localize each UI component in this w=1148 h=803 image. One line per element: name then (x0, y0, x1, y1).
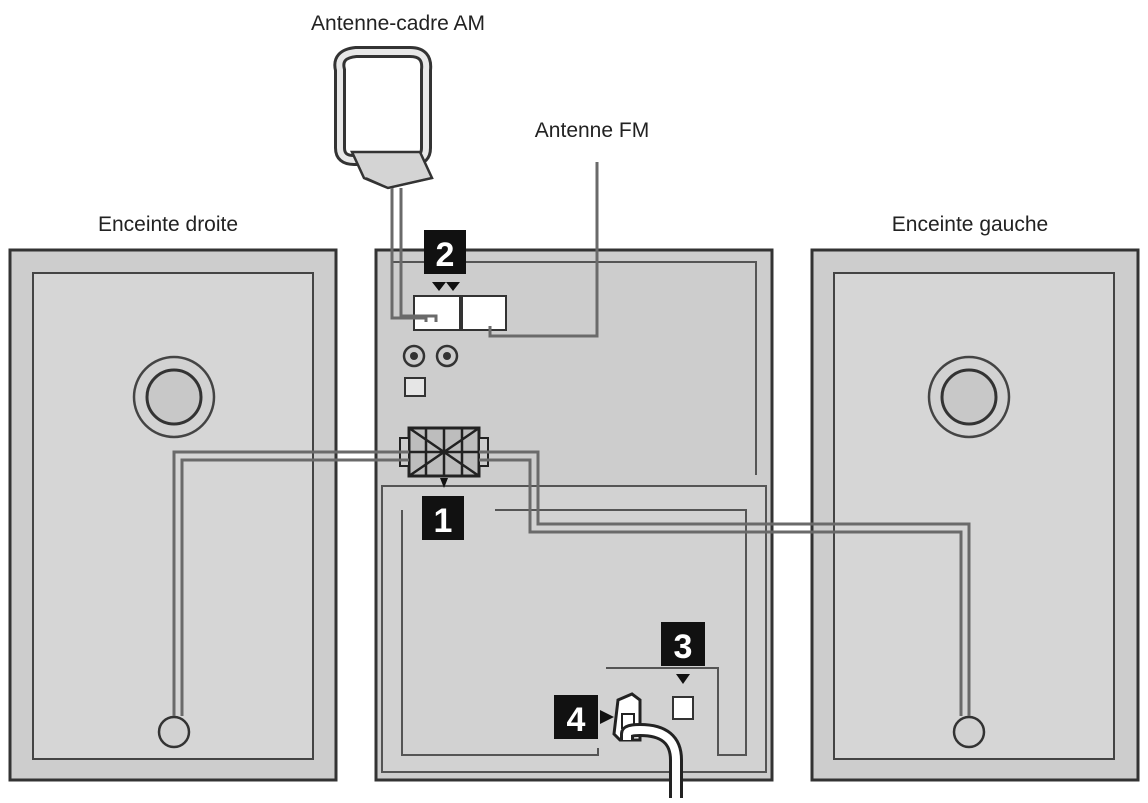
am-loop-stand (350, 150, 434, 190)
main-unit-lower-inset-right (495, 509, 747, 756)
callout-2: 2 (424, 230, 466, 291)
callout-3: 3 (661, 622, 705, 684)
rca-jack-right-pin (443, 352, 451, 360)
am-antenna-wire (390, 188, 438, 322)
right-speaker-wire-upper (172, 450, 409, 716)
main-unit-lower-inset (401, 510, 599, 756)
right-speaker-port (145, 368, 203, 426)
main-unit-lower-panel (381, 485, 767, 773)
callout-4-box (554, 695, 598, 739)
callout-4-number: 4 (567, 701, 586, 739)
callout-1-number: 1 (434, 502, 453, 540)
main-unit (374, 248, 774, 782)
fm-antenna-label: Antenne FM (535, 119, 649, 142)
voltage-selector-switch (672, 696, 694, 720)
callout-1-box (422, 496, 464, 540)
am-loop-antenna (333, 46, 434, 190)
callout-2-number: 2 (436, 236, 455, 274)
wiring (172, 162, 971, 716)
callout-2-arrows (432, 282, 460, 291)
callout-4: 4 (554, 695, 614, 739)
fm-antenna-wire (488, 162, 599, 338)
speaker-terminal-block (399, 426, 489, 478)
left-speaker-inner-panel (833, 272, 1115, 760)
right-speaker-terminal (157, 715, 191, 749)
optical-port (404, 377, 426, 397)
callout-3-box (661, 622, 705, 666)
left-speaker-wire-outer (479, 450, 971, 716)
left-speaker-terminal (952, 715, 986, 749)
callout-2-box (424, 230, 466, 274)
left-speaker (810, 248, 1140, 782)
callout-1: 1 (422, 478, 464, 540)
power-cord (623, 725, 680, 798)
right-speaker-wire-lower (180, 458, 409, 716)
speaker-terminal-clips (408, 426, 480, 478)
callout-1-arrow (440, 478, 448, 488)
rca-jack-left-pin (410, 352, 418, 360)
am-antenna-label: Antenne-cadre AM (311, 12, 485, 35)
callout-3-number: 3 (674, 628, 693, 666)
callout-3-arrow (676, 674, 690, 684)
fm-antenna-terminal (461, 295, 507, 331)
left-speaker-wire-inner (479, 458, 963, 716)
callout-4-arrow (600, 710, 614, 724)
am-loop-stand-edge (365, 177, 433, 190)
am-loop-frame-inner (336, 49, 430, 163)
am-antenna-terminal (413, 295, 461, 331)
left-speaker-label: Enceinte gauche (892, 213, 1048, 236)
am-loop-frame-outer (333, 46, 433, 166)
right-speaker-label: Enceinte droite (98, 213, 238, 236)
left-speaker-port (940, 368, 998, 426)
